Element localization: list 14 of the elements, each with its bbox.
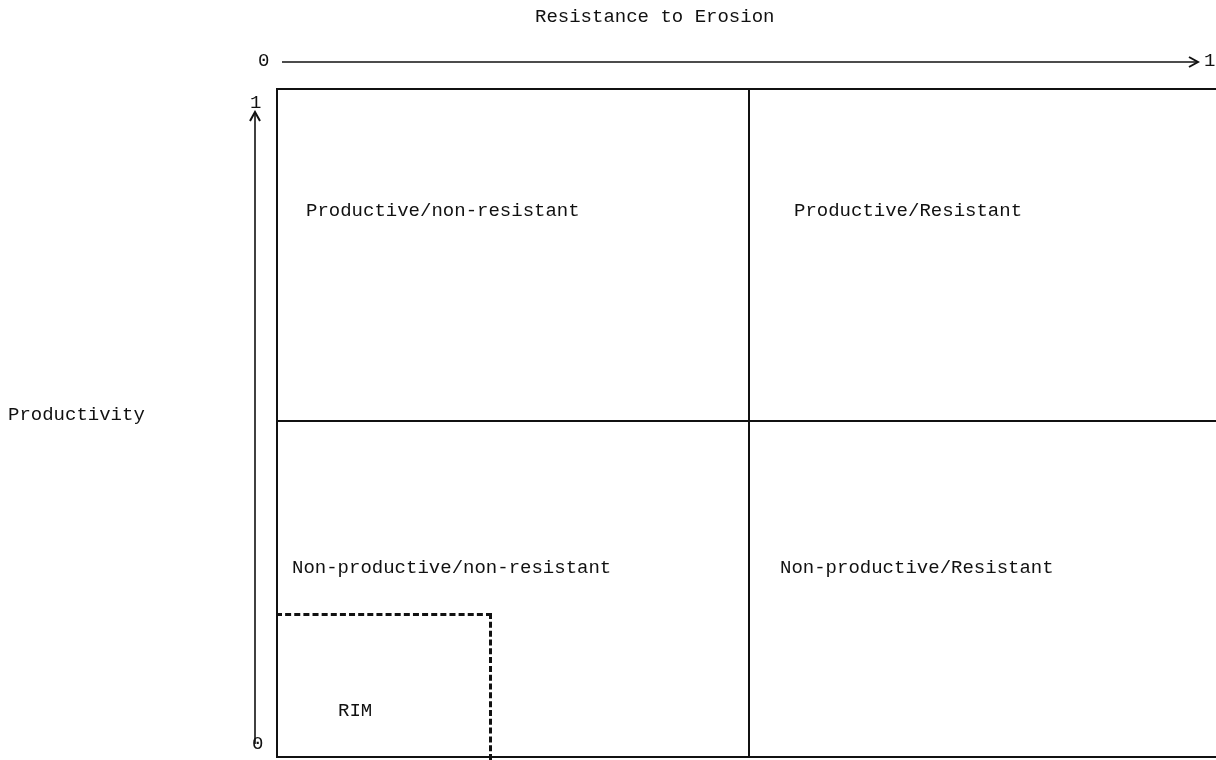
axis-tick-label: 1	[250, 92, 262, 114]
region-label: Non-productive/Resistant	[780, 557, 1054, 579]
axis-title: Productivity	[8, 404, 145, 426]
quadrant-box	[276, 420, 750, 758]
axis-tick-label: 1	[1204, 50, 1216, 72]
region-label: Productive/non-resistant	[306, 200, 580, 222]
region-label: Non-productive/non-resistant	[292, 557, 612, 579]
region-label: RIM	[338, 700, 373, 722]
quadrant-box	[276, 88, 750, 422]
region-label: Productive/Resistant	[794, 200, 1023, 222]
dashed-region-box	[276, 613, 492, 760]
axis-tick-label: 0	[258, 50, 270, 72]
axis-tick-label: 0	[252, 733, 264, 755]
axis-title: Resistance to Erosion	[535, 6, 775, 28]
